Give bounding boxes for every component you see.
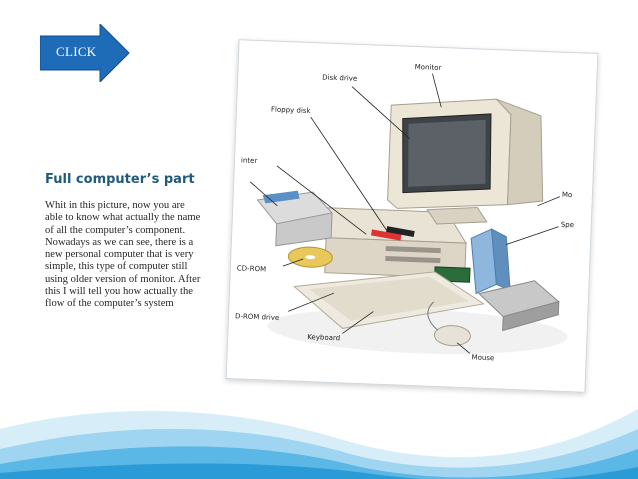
label-cd-rom: CD-ROM [236,264,267,274]
computer-illustration-icon [249,73,568,355]
label-disk-drive: Disk drive [322,73,358,83]
label-printer: inter [240,156,258,166]
label-modem: Mo [561,190,573,200]
label-speaker: Spe [560,220,575,230]
label-monitor: Monitor [414,62,442,73]
label-floppy-disk: Floppy disk [270,105,311,116]
label-mouse: Mouse [471,353,495,363]
decorative-wave [0,409,638,479]
slide-title: Full computer’s part [45,172,195,187]
computer-parts-illustration: Monitor Disk drive Floppy disk inter CD-… [230,44,594,388]
arrow-right-icon [40,24,130,82]
click-button[interactable]: CLICK [40,24,130,82]
label-cd-rom-drive: D-ROM drive [234,312,280,322]
click-button-label: CLICK [56,44,97,59]
computer-parts-picture: Monitor Disk drive Floppy disk inter CD-… [225,39,599,393]
slide-body-text: Whit in this picture, now you are able t… [45,200,201,310]
label-keyboard: Keyboard [307,333,341,343]
